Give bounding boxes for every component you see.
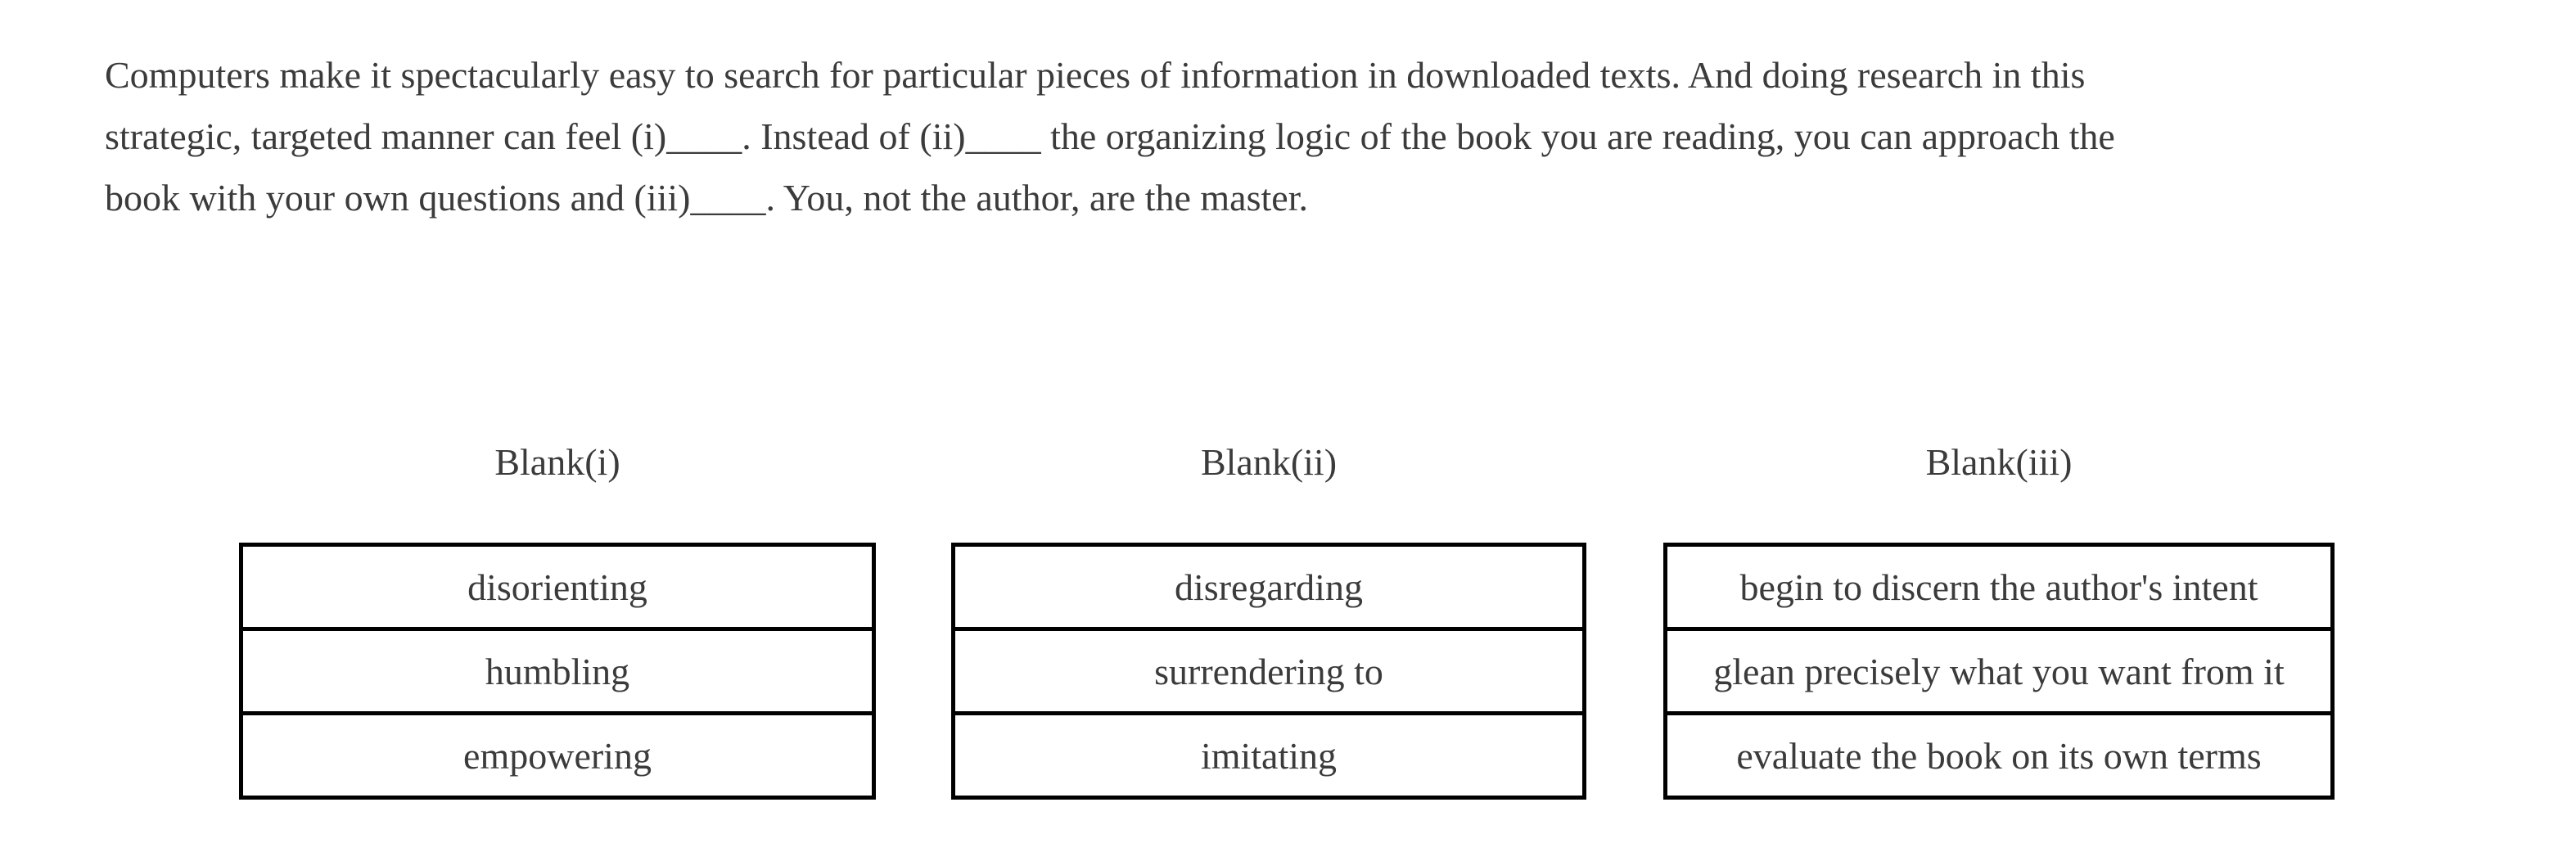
table-row: humbling [239, 627, 876, 715]
passage: Computers make it spectacularly easy to … [105, 44, 2115, 228]
table-row: evaluate the book on its own terms [1663, 711, 2335, 800]
blank-iii-option-1[interactable]: begin to discern the author's intent [1663, 543, 2335, 631]
blank-ii-option-3[interactable]: imitating [951, 711, 1586, 800]
table-row: imitating [951, 711, 1586, 800]
blank-iii-header: Blank(iii) [1925, 441, 2073, 483]
blank-ii-option-1[interactable]: disregarding [951, 543, 1586, 631]
table-row: surrendering to [951, 627, 1586, 715]
blank-i-option-1[interactable]: disorienting [239, 543, 876, 631]
blank-iii-option-2[interactable]: glean precisely what you want from it [1663, 627, 2335, 715]
blank-iii-group: Blank(iii) begin to discern the author's… [1663, 438, 2335, 800]
blank-ii-header: Blank(ii) [1200, 441, 1338, 483]
passage-line-3: book with your own questions and (iii)__… [105, 177, 1308, 219]
blank-i-options-table: disorienting humbling empowering [239, 543, 876, 800]
blank-i-option-3[interactable]: empowering [239, 711, 876, 800]
blank-ii-option-2[interactable]: surrendering to [951, 627, 1586, 715]
blank-iii-option-3[interactable]: evaluate the book on its own terms [1663, 711, 2335, 800]
table-row: begin to discern the author's intent [1663, 543, 2335, 631]
table-row: disorienting [239, 543, 876, 631]
blank-iii-options-table: begin to discern the author's intent gle… [1663, 543, 2335, 800]
blank-i-option-2[interactable]: humbling [239, 627, 876, 715]
blank-i-group: Blank(i) disorienting humbling empowerin… [239, 438, 876, 800]
blank-i-header: Blank(i) [494, 441, 620, 483]
passage-line-1: Computers make it spectacularly easy to … [105, 54, 2086, 96]
passage-line-2: strategic, targeted manner can feel (i)_… [105, 115, 2115, 157]
table-row: disregarding [951, 543, 1586, 631]
table-row: glean precisely what you want from it [1663, 627, 2335, 715]
blank-ii-group: Blank(ii) disregarding surrendering to i… [951, 438, 1586, 800]
table-row: empowering [239, 711, 876, 800]
blank-ii-options-table: disregarding surrendering to imitating [951, 543, 1586, 800]
